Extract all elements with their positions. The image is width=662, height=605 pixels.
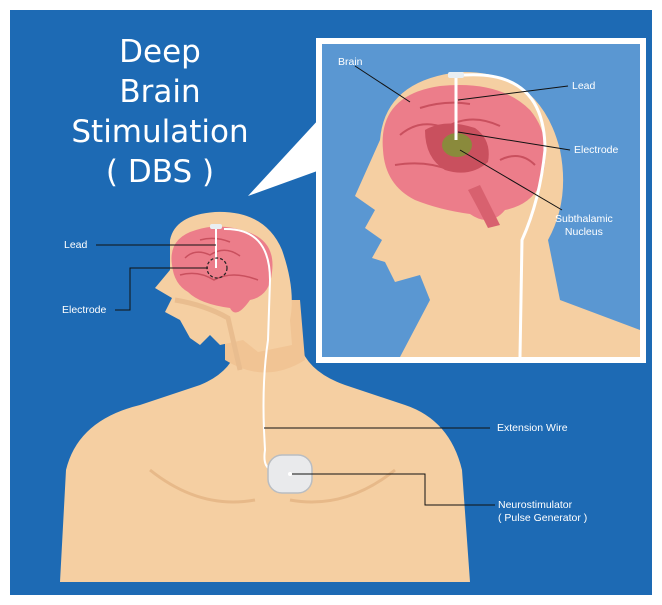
inset-lead-cap — [448, 72, 464, 78]
inset-label-subthalamic-line1: Subthalamic — [555, 213, 613, 226]
lead-cap — [210, 224, 222, 229]
inset-label-electrode: Electrode — [574, 144, 618, 157]
title-line-2: Brain — [60, 72, 260, 112]
label-neurostimulator-line1: Neurostimulator — [498, 499, 587, 512]
label-neurostimulator: Neurostimulator ( Pulse Generator ) — [498, 499, 587, 525]
inset-label-subthalamic-line2: Nucleus — [555, 226, 613, 239]
label-extension-wire: Extension Wire — [497, 422, 568, 435]
inset-label-subthalamic: Subthalamic Nucleus — [555, 213, 613, 239]
diagram-title: Deep Brain Stimulation ( DBS ) — [60, 32, 260, 192]
title-line-1: Deep — [60, 32, 260, 72]
inset-label-brain: Brain — [338, 56, 363, 69]
inset-label-lead: Lead — [572, 80, 595, 93]
label-lead: Lead — [64, 239, 87, 252]
label-neurostimulator-line2: ( Pulse Generator ) — [498, 512, 587, 525]
title-line-3: Stimulation — [60, 112, 260, 152]
label-electrode: Electrode — [62, 304, 106, 317]
title-line-4: ( DBS ) — [60, 152, 260, 192]
